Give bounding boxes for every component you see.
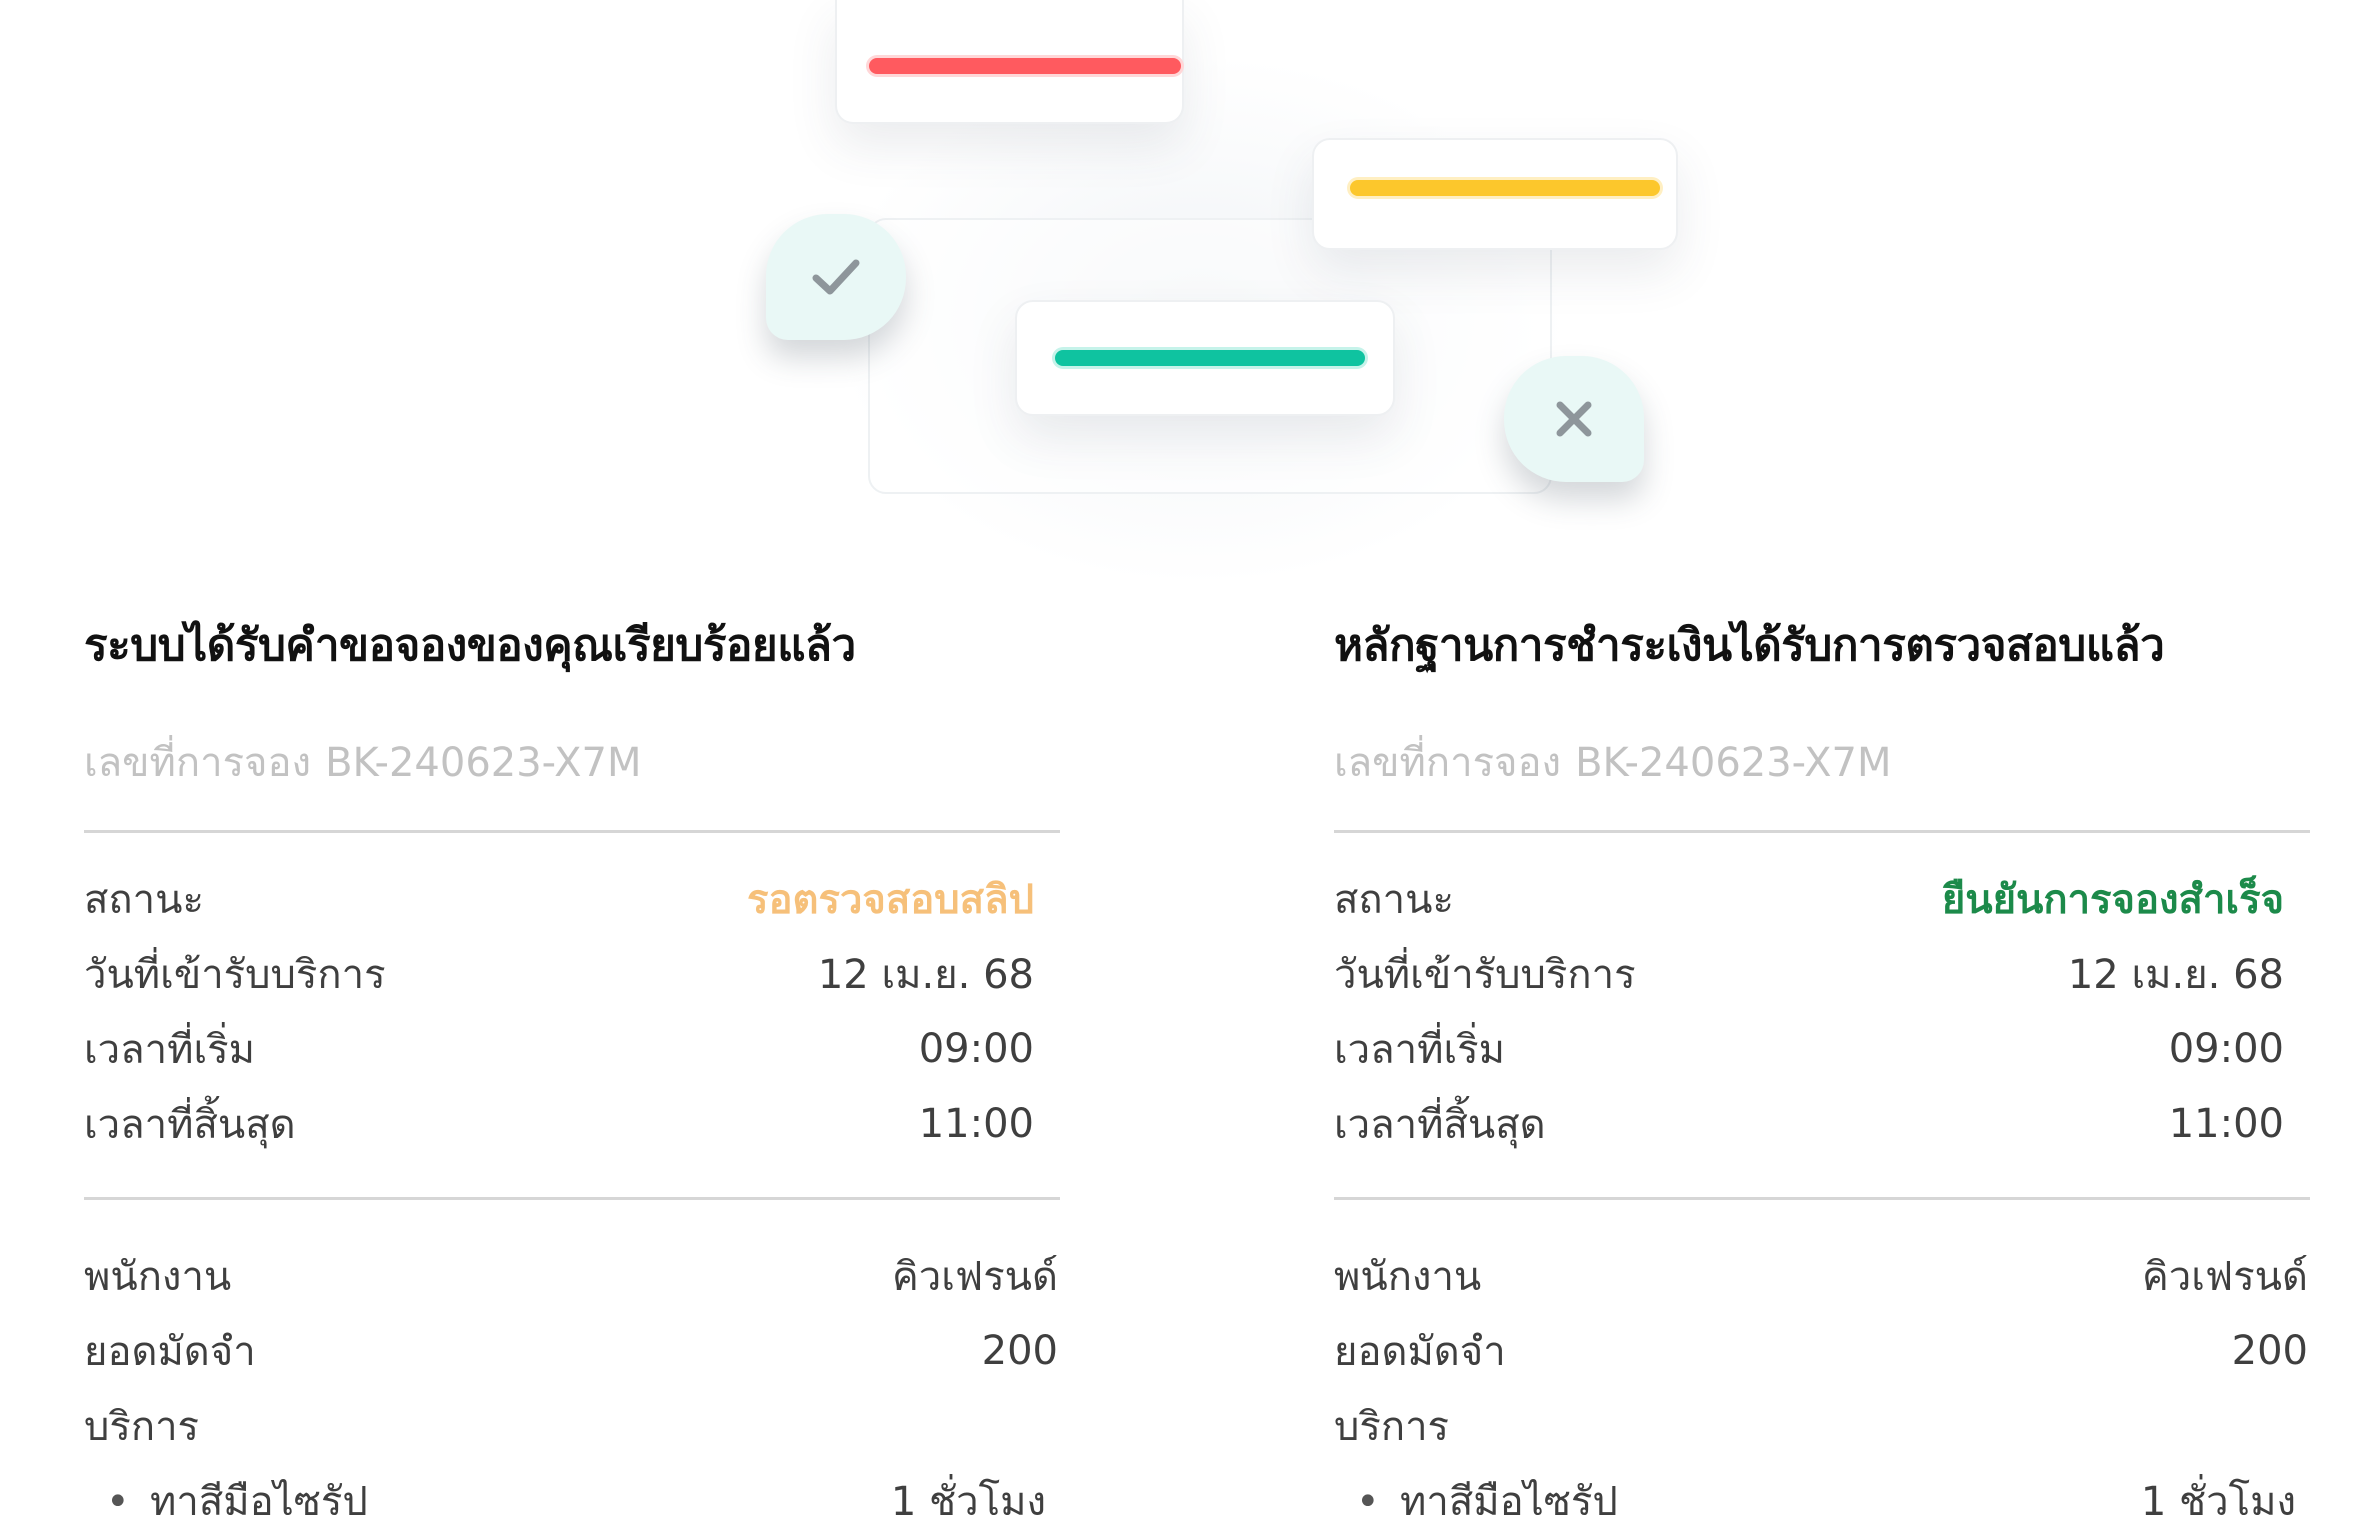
- list-item: ทาสีมือไซรัป 1 ชั่วโมง: [1334, 1463, 2314, 1538]
- booking-number-label: เลขที่การจอง: [84, 740, 312, 786]
- start-time-row: เวลาที่เริ่ม 09:00: [84, 1011, 1064, 1086]
- service-item-name: ทาสีมือไซรัป: [84, 1469, 368, 1533]
- divider: [1334, 830, 2310, 833]
- end-time-row: เวลาที่สิ้นสุด 11:00: [1334, 1086, 2314, 1161]
- service-row: บริการ: [84, 1388, 1064, 1463]
- deposit-value: 200: [2231, 1327, 2308, 1374]
- start-time-label: เวลาที่เริ่ม: [84, 1026, 255, 1073]
- booking-details: สถานะ ยืนยันการจองสำเร็จ วันที่เข้ารับบร…: [1334, 861, 2314, 1161]
- start-time-label: เวลาที่เริ่ม: [1334, 1026, 1505, 1073]
- status-row: สถานะ รอตรวจสอบสลิป: [84, 861, 1064, 936]
- deposit-label: ยอดมัดจำ: [84, 1328, 256, 1375]
- status-label: สถานะ: [1334, 876, 1454, 923]
- booking-number-label: เลขที่การจอง: [1334, 740, 1562, 786]
- booking-number: เลขที่การจอง BK-240623-X7M: [1334, 730, 2314, 794]
- service-item-duration: 1 ชั่วโมง: [2140, 1478, 2296, 1525]
- booking-details: สถานะ รอตรวจสอบสลิป วันที่เข้ารับบริการ …: [84, 861, 1064, 1161]
- booking-received-card: ระบบได้รับคำขอจองของคุณเรียบร้อยแล้ว เลข…: [84, 610, 1064, 1538]
- end-time-value: 11:00: [2168, 1100, 2284, 1147]
- end-time-value: 11:00: [918, 1100, 1034, 1147]
- service-details: พนักงาน คิวเฟรนด์ ยอดมัดจำ 200 บริการ ทา…: [84, 1238, 1064, 1538]
- illustration-red-bar: [869, 58, 1181, 74]
- status-badge: ยืนยันการจองสำเร็จ: [1941, 876, 2284, 923]
- booking-number-value: BK-240623-X7M: [1575, 740, 1892, 786]
- staff-value: คิวเฟรนด์: [2141, 1253, 2308, 1300]
- start-time-value: 09:00: [918, 1025, 1034, 1072]
- start-time-value: 09:00: [2168, 1025, 2284, 1072]
- booking-number-value: BK-240623-X7M: [325, 740, 642, 786]
- illustration-green-bar: [1055, 350, 1365, 366]
- service-date-row: วันที่เข้ารับบริการ 12 เม.ย. 68: [1334, 936, 2314, 1011]
- end-time-label: เวลาที่สิ้นสุด: [84, 1101, 296, 1148]
- staff-label: พนักงาน: [1334, 1253, 1482, 1300]
- service-date-value: 12 เม.ย. 68: [2067, 951, 2284, 998]
- card-title: ระบบได้รับคำขอจองของคุณเรียบร้อยแล้ว: [84, 620, 856, 671]
- service-label: บริการ: [1334, 1403, 1450, 1450]
- illustration-red-bar-card: [835, 0, 1184, 124]
- status-label: สถานะ: [84, 876, 204, 923]
- close-icon: [1556, 401, 1592, 437]
- service-item-duration: 1 ชั่วโมง: [890, 1478, 1046, 1525]
- deposit-row: ยอดมัดจำ 200: [1334, 1313, 2314, 1388]
- close-bubble: [1504, 356, 1644, 482]
- card-title: หลักฐานการชำระเงินได้รับการตรวจสอบแล้ว: [1334, 620, 2165, 671]
- deposit-value: 200: [981, 1327, 1058, 1374]
- hero-illustration: [700, 0, 1700, 620]
- payment-verified-card: หลักฐานการชำระเงินได้รับการตรวจสอบแล้ว เ…: [1334, 610, 2314, 1538]
- service-details: พนักงาน คิวเฟรนด์ ยอดมัดจำ 200 บริการ ทา…: [1334, 1238, 2314, 1538]
- service-date-value: 12 เม.ย. 68: [817, 951, 1034, 998]
- status-badge: รอตรวจสอบสลิป: [746, 876, 1034, 923]
- divider: [84, 830, 1060, 833]
- service-row: บริการ: [1334, 1388, 2314, 1463]
- illustration-yellow-bar: [1350, 180, 1660, 196]
- check-bubble: [766, 214, 906, 340]
- booking-number: เลขที่การจอง BK-240623-X7M: [84, 730, 1064, 794]
- service-date-label: วันที่เข้ารับบริการ: [1334, 951, 1636, 998]
- illustration-yellow-bar-card: [1312, 138, 1678, 250]
- deposit-row: ยอดมัดจำ 200: [84, 1313, 1064, 1388]
- service-label: บริการ: [84, 1403, 200, 1450]
- end-time-label: เวลาที่สิ้นสุด: [1334, 1101, 1546, 1148]
- deposit-label: ยอดมัดจำ: [1334, 1328, 1506, 1375]
- staff-row: พนักงาน คิวเฟรนด์: [84, 1238, 1064, 1313]
- list-item: ทาสีมือไซรัป 1 ชั่วโมง: [84, 1463, 1064, 1538]
- status-row: สถานะ ยืนยันการจองสำเร็จ: [1334, 861, 2314, 936]
- service-date-label: วันที่เข้ารับบริการ: [84, 951, 386, 998]
- staff-value: คิวเฟรนด์: [891, 1253, 1058, 1300]
- staff-row: พนักงาน คิวเฟรนด์: [1334, 1238, 2314, 1313]
- end-time-row: เวลาที่สิ้นสุด 11:00: [84, 1086, 1064, 1161]
- service-date-row: วันที่เข้ารับบริการ 12 เม.ย. 68: [84, 936, 1064, 1011]
- divider: [84, 1197, 1060, 1200]
- staff-label: พนักงาน: [84, 1253, 232, 1300]
- illustration-green-bar-card: [1015, 300, 1395, 416]
- start-time-row: เวลาที่เริ่ม 09:00: [1334, 1011, 2314, 1086]
- divider: [1334, 1197, 2310, 1200]
- service-item-name: ทาสีมือไซรัป: [1334, 1469, 1618, 1533]
- check-icon: [812, 259, 860, 295]
